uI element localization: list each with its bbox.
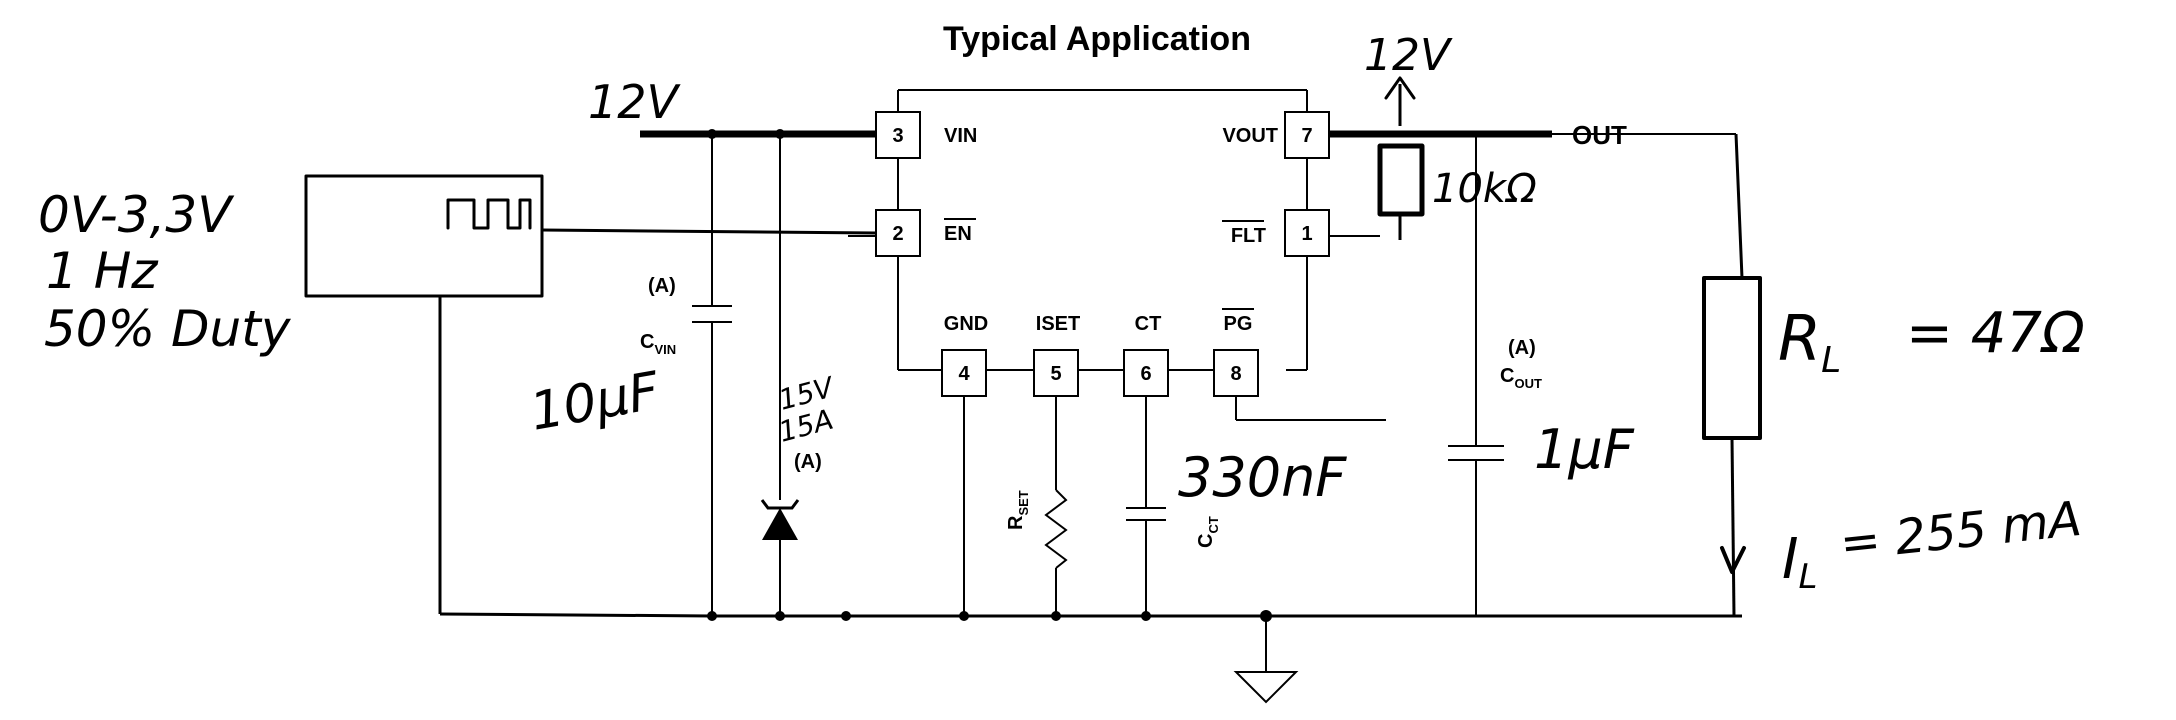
pin-vin: 3 VIN [875, 111, 977, 159]
pin-number: 8 [1230, 363, 1241, 385]
pin-flt: 1 FLT [1222, 209, 1330, 257]
arrow-down-icon [1720, 546, 1746, 574]
signal-generator [304, 174, 713, 618]
ground-rail [712, 610, 1742, 704]
ic-outline [897, 89, 1308, 371]
pin-vout: 7 VOUT [1222, 111, 1330, 159]
diagram-title: Typical Application [943, 20, 1251, 58]
en-signal-wire [541, 228, 877, 235]
resistor-icon [1044, 489, 1068, 569]
cvin-note: (A) [648, 275, 676, 297]
cvin-value: 10μF [526, 361, 665, 443]
arrow-up-icon [1384, 76, 1416, 100]
rl-value: = 47Ω [1906, 301, 2085, 366]
out-label: OUT [1572, 120, 1627, 150]
pin-iset: 5 ISET [1033, 313, 1080, 397]
pin-number: 6 [1140, 363, 1151, 385]
load-resistor [1702, 276, 1762, 617]
vin-rail-label: 12V [588, 75, 682, 129]
tvs-note: (A) [794, 451, 822, 473]
rset-resistor [1044, 396, 1068, 616]
ground-icon [1233, 671, 1299, 704]
square-wave-icon [446, 198, 532, 230]
rset-label: RSET [1005, 490, 1031, 530]
pin-number: 7 [1301, 125, 1312, 147]
rl-label: RL [1778, 302, 1841, 381]
pin-pg: 8 PG [1213, 308, 1259, 397]
cct-capacitor [1126, 396, 1166, 616]
pin-name: PG [1224, 313, 1253, 335]
signal-frequency-label: 1 Hz [46, 242, 159, 300]
cout-capacitor [1448, 134, 1504, 616]
cout-value: 1μF [1534, 418, 1635, 481]
il-label: IL [1782, 527, 1817, 597]
il-value: = 255 mA [1837, 491, 2083, 572]
pin-number: 5 [1050, 363, 1061, 385]
pin-name: CT [1135, 313, 1162, 335]
cout-label: COUT [1500, 365, 1542, 391]
pullup-rail-label: 12V [1364, 30, 1453, 81]
pin-number: 4 [958, 363, 970, 385]
pin-name: EN [944, 223, 972, 245]
pin-en: 2 EN [875, 209, 976, 257]
pin-number: 3 [892, 125, 903, 147]
pin-number: 2 [892, 223, 903, 245]
pin-name: GND [944, 313, 988, 335]
tvs-diode-icon [760, 499, 800, 540]
pin-name: FLT [1231, 225, 1266, 247]
cvin-label: CVIN [640, 331, 676, 357]
signal-duty-label: 50% Duty [44, 300, 292, 358]
pullup-network [1329, 76, 1425, 240]
tvs-diode [760, 134, 800, 621]
pin-name: ISET [1036, 313, 1080, 335]
input-rail [640, 129, 876, 139]
pin-gnd: 4 GND [941, 313, 988, 397]
signal-level-label: 0V-3,3V [38, 186, 235, 244]
pullup-value: 10kΩ [1432, 166, 1537, 212]
pin-ct: 6 CT [1123, 313, 1169, 397]
pin-name: VOUT [1222, 125, 1278, 147]
cct-value: 330nF [1178, 446, 1347, 509]
cvin-capacitor [692, 134, 732, 621]
output-rail [1329, 130, 1744, 279]
pin-number: 1 [1301, 223, 1312, 245]
pin-name: VIN [944, 125, 977, 147]
cout-note: (A) [1508, 337, 1536, 359]
cct-label: CCT [1195, 516, 1221, 548]
